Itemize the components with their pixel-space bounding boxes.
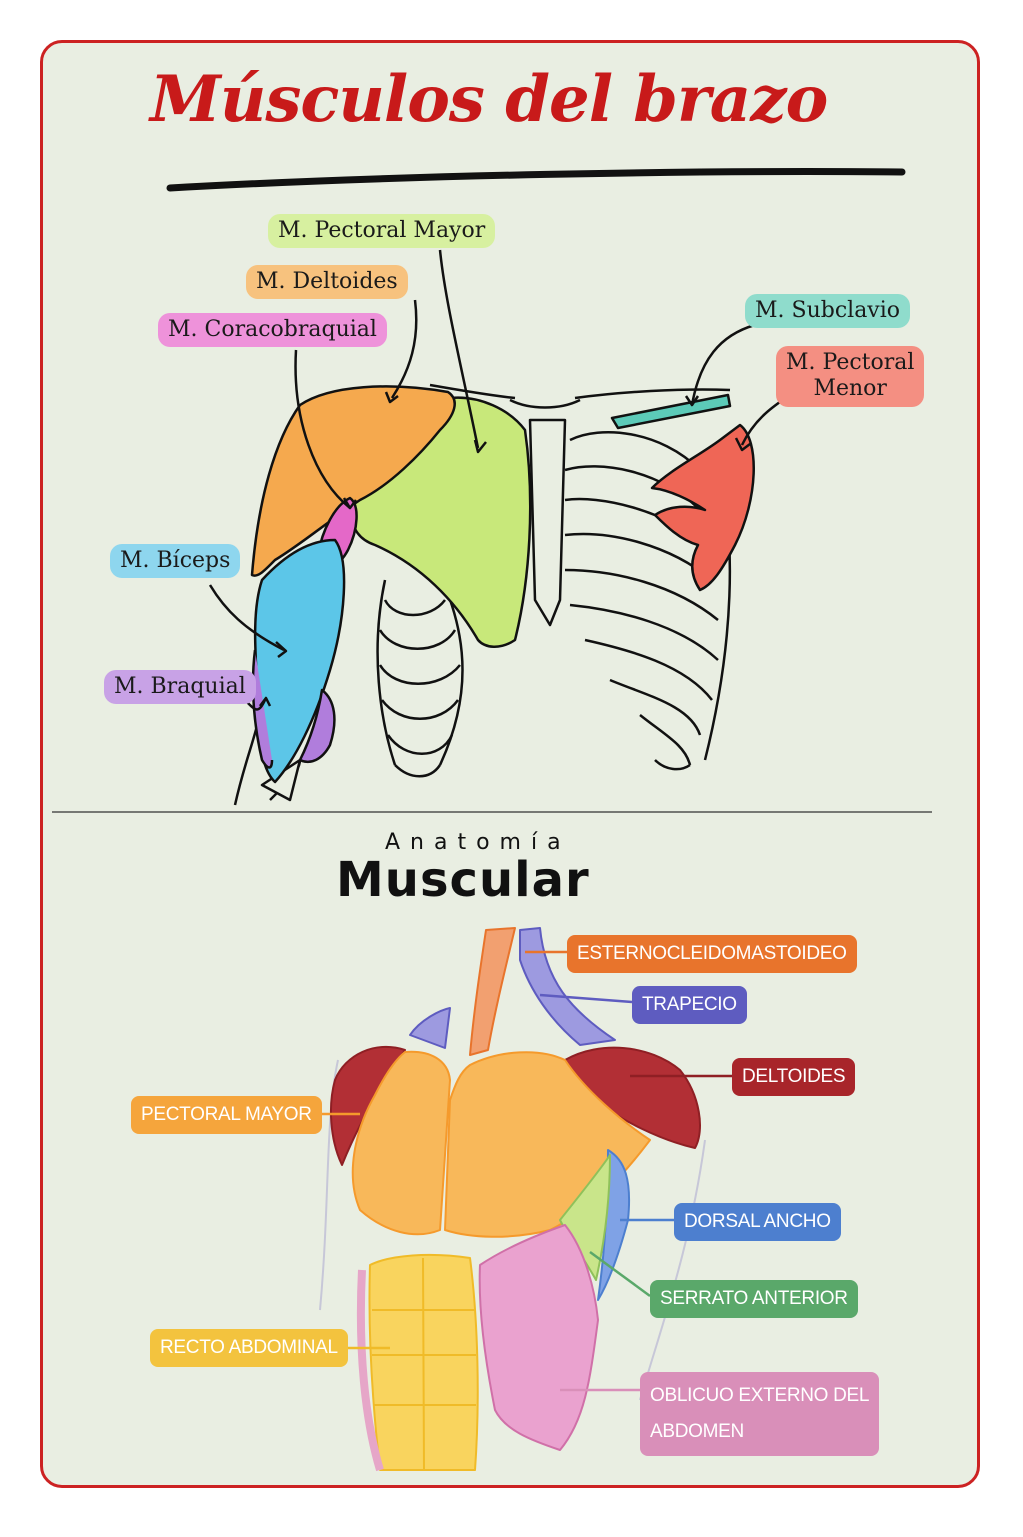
label-subclavio: M. Subclavio	[745, 294, 911, 329]
page-title: Músculos del brazo	[150, 62, 828, 137]
label-coracobraquial: M. Coracobraquial	[158, 313, 387, 348]
section-kicker: Anatomía	[385, 830, 571, 855]
ribcage-left	[376, 574, 464, 778]
label-pectoral-mayor: M. Pectoral Mayor	[268, 214, 496, 249]
poster-card	[40, 40, 980, 1488]
label-recto-abdominal: RECTO ABDOMINAL	[150, 1329, 348, 1367]
subclavio-muscle	[610, 393, 732, 430]
label-biceps: M. Bíceps	[110, 544, 241, 579]
label-serrato-anterior: SERRATO ANTERIOR	[650, 1280, 858, 1318]
label-pectoral-menor: M. Pectoral Menor	[776, 346, 925, 407]
label-deltoides-lower: DELTOIDES	[732, 1058, 856, 1096]
label-deltoides: M. Deltoides	[246, 265, 408, 300]
trapecio-muscle	[519, 927, 616, 1046]
label-oblicuo-line1: OBLICUO EXTERNO DEL	[650, 1385, 870, 1406]
title-underline	[166, 168, 906, 192]
label-oblicuo-externo: OBLICUO EXTERNO DEL ABDOMEN	[640, 1372, 880, 1457]
braquial-muscle	[298, 688, 336, 764]
label-esternocleidomastoideo: ESTERNOCLEIDOMASTOIDEO	[567, 935, 857, 973]
label-braquial: M. Braquial	[104, 670, 256, 705]
label-oblicuo-line2: ABDOMEN	[650, 1421, 744, 1443]
section-heading: Muscular	[336, 852, 590, 908]
deltoides-muscle	[250, 385, 456, 577]
label-pectoral-mayor-lower: PECTORAL MAYOR	[131, 1096, 322, 1134]
esternocleidomastoideo-muscle	[469, 927, 516, 1056]
label-dorsal-ancho: DORSAL ANCHO	[674, 1203, 841, 1241]
label-trapecio: TRAPECIO	[632, 986, 747, 1024]
pectoral-mayor-left-muscle	[351, 1050, 451, 1236]
lower-diagram	[298, 927, 732, 1472]
pectoral-menor-muscle	[650, 423, 755, 592]
upper-diagram	[208, 249, 791, 806]
oblicuo-externo-muscle	[478, 1224, 599, 1451]
label-pectoral-menor-line2: Menor	[813, 376, 887, 402]
label-pectoral-menor-line1: M. Pectoral	[786, 350, 915, 375]
